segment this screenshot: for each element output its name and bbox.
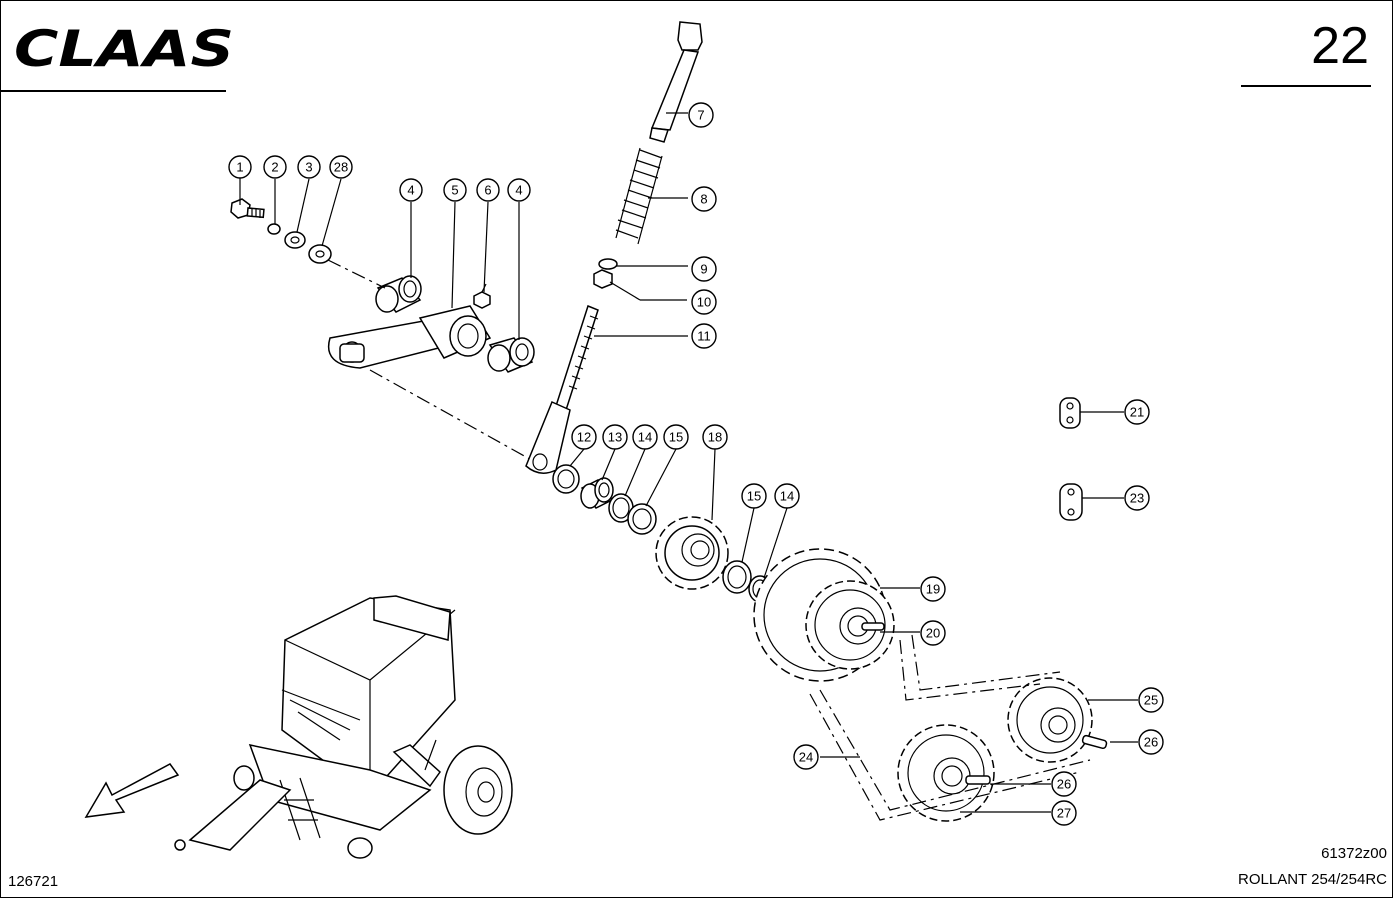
part-bushing-lower [487,337,535,373]
callout-14a: 14 [632,424,658,450]
callout-4b: 4 [507,178,531,202]
svg-text:15: 15 [747,489,761,504]
svg-text:4: 4 [515,183,522,198]
svg-text:1: 1 [236,160,243,175]
callout-2: 2 [263,155,287,179]
callout-20: 20 [920,620,946,646]
callout-26b: 26 [1051,771,1077,797]
callout-26a: 26 [1138,729,1164,755]
callout-7: 7 [688,102,714,128]
svg-text:5: 5 [451,183,458,198]
part-nut [593,269,613,289]
callout-21: 21 [1124,399,1150,425]
svg-text:3: 3 [305,160,312,175]
callout-13: 13 [602,424,628,450]
part-ring-15 [627,503,657,535]
svg-text:2: 2 [271,160,278,175]
part-swing-arm [327,305,492,369]
part-bearing-13 [580,477,614,509]
part-sprocket-27 [897,724,995,822]
callout-9: 9 [691,256,717,282]
svg-text:28: 28 [334,160,348,175]
model-name: ROLLANT 254/254RC [1238,871,1387,888]
callout-6: 6 [476,178,500,202]
drawing-number: 126721 [8,873,59,890]
callout-18: 18 [702,424,728,450]
part-washer-28 [308,244,332,264]
part-bolt [230,198,265,219]
callout-5: 5 [443,178,467,202]
callout-25: 25 [1138,687,1164,713]
svg-text:26: 26 [1057,777,1071,792]
axis-line-lower [369,369,536,463]
part-bushing-upper [375,275,422,313]
part-offset-link [1059,483,1083,521]
header-rule-right [1241,85,1371,87]
svg-text:21: 21 [1130,405,1144,420]
svg-text:6: 6 [484,183,491,198]
part-chain-connector [1059,397,1081,429]
callout-3: 3 [297,155,321,179]
baler-overview-illustration [174,595,513,859]
callout-11: 11 [691,323,717,349]
part-grease-nipple [473,283,491,309]
callout-23: 23 [1124,485,1150,511]
part-washer [284,231,306,249]
part-key-26a [1081,734,1108,750]
svg-text:18: 18 [708,430,722,445]
svg-text:27: 27 [1057,806,1071,821]
callout-14b: 14 [774,483,800,509]
part-ring-15b [722,560,752,594]
part-ring-12 [552,464,580,494]
leader-lines [239,112,1138,813]
part-double-sprocket [753,548,895,682]
svg-text:8: 8 [700,192,707,207]
svg-text:14: 14 [638,430,652,445]
svg-text:25: 25 [1144,693,1158,708]
callout-8: 8 [691,186,717,212]
svg-text:13: 13 [608,430,622,445]
callout-19: 19 [920,576,946,602]
svg-text:12: 12 [577,430,591,445]
reference-code: 61372z00 [1321,845,1387,862]
page-number: 22 [1311,17,1369,75]
part-sprocket-25 [1007,677,1093,763]
svg-text:14: 14 [780,489,794,504]
callout-24: 24 [793,744,819,770]
travel-direction-arrow-icon [84,763,180,818]
callout-4a: 4 [399,178,423,202]
callout-1: 1 [228,155,252,179]
svg-text:9: 9 [700,262,707,277]
svg-text:4: 4 [407,183,414,198]
part-small-sprocket [655,516,729,590]
part-key-26b [965,775,991,785]
svg-text:20: 20 [926,626,940,641]
part-washer-9 [598,258,618,270]
callout-15b: 15 [741,483,767,509]
svg-text:11: 11 [697,329,711,344]
header-rule-left [0,90,226,92]
axis-line-upper [327,259,386,289]
svg-text:10: 10 [697,295,711,310]
svg-text:19: 19 [926,582,940,597]
callout-28: 28 [329,155,353,179]
svg-text:15: 15 [669,430,683,445]
svg-text:24: 24 [799,750,813,765]
claas-logo-text: CLAAS [14,22,234,72]
part-lock-washer [267,223,281,235]
part-pin [649,21,703,143]
part-spring [615,147,663,245]
svg-text:7: 7 [697,108,704,123]
callout-15a: 15 [663,424,689,450]
callout-10: 10 [691,289,717,315]
callout-12: 12 [571,424,597,450]
part-chain [809,634,1091,821]
svg-text:23: 23 [1130,491,1144,506]
claas-logo: CLAAS [14,22,234,72]
callout-27: 27 [1051,800,1077,826]
svg-text:26: 26 [1144,735,1158,750]
